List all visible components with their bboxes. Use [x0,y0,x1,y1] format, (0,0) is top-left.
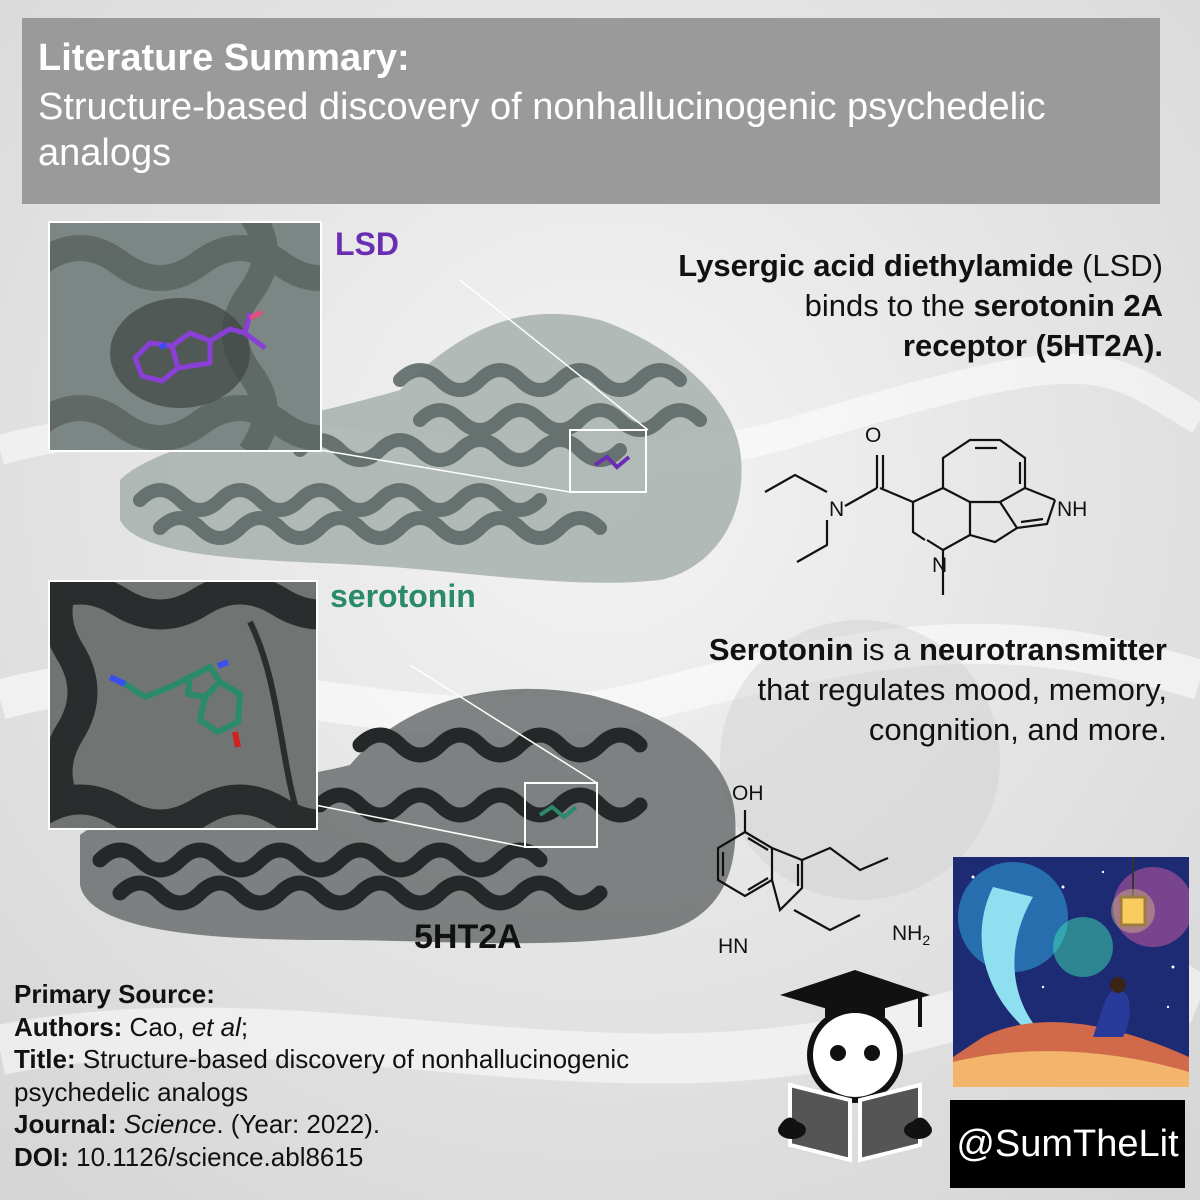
serotonin-atom-hn: HN [718,935,748,958]
source-title: Title: Structure-based discovery of nonh… [14,1043,754,1108]
authors-value: Cao, [122,1011,192,1042]
social-handle-badge: @SumTheLit [950,1100,1185,1188]
journal-name: Science [123,1109,217,1139]
primary-source-block: Primary Source: Authors: Cao, et al; Tit… [14,978,754,1173]
source-doi: DOI: 10.1126/science.abl8615 [14,1141,754,1174]
serotonin-chemical-structure: OH HN NH2 [716,782,930,958]
serotonin-description: Serotonin is a neurotransmitter that reg… [547,630,1167,750]
title-banner: Literature Summary: Structure-based disc… [22,18,1160,204]
serotonin-label: serotonin [330,578,476,614]
lsd-atom-o: O [865,424,881,447]
source-heading: Primary Source: [14,979,215,1009]
serotonin-atom-subscript: 2 [922,932,930,948]
title-value: Structure-based discovery of nonhallucin… [14,1044,630,1107]
serotonin-bond-lines [793,909,861,932]
serotonin-atom-nh: NH [892,922,922,945]
lsd-label: LSD [335,226,399,262]
lsd-description-target: serotonin 2A [973,288,1163,323]
authors-etal: et al [191,1011,241,1042]
doi-label: DOI: [14,1141,69,1172]
serotonin-description-line3: congnition, and more. [868,712,1167,747]
source-journal: Journal: Science. (Year: 2022). [14,1108,754,1141]
lsd-description: Lysergic acid diethylamide (LSD) binds t… [543,246,1163,366]
authors-label: Authors: [14,1011,123,1042]
lsd-description-name: Lysergic acid diethylamide [678,248,1074,283]
lsd-atom-n-amide: N [829,498,844,521]
serotonin-atom-oh: OH [732,782,764,805]
serotonin-receptor-structure-image [80,665,736,944]
serotonin-description-role: neurotransmitter [918,632,1167,667]
psychedelic-artwork-image [953,857,1189,1087]
lsd-atom-nh: NH [1057,498,1087,521]
authors-end: ; [240,1011,249,1042]
lsd-zoom-inset [48,221,322,452]
serotonin-atom-nh2: NH2 [892,922,930,948]
doi-value: 10.1126/science.abl8615 [68,1141,364,1172]
lsd-description-abbrev: (LSD) [1073,248,1163,283]
journal-label: Journal: [14,1109,117,1139]
serotonin-zoom-inset [48,580,318,830]
scholar-mascot-icon [778,970,932,1163]
serotonin-description-line2: that regulates mood, memory, [757,672,1168,707]
header-title: Literature Summary: [38,37,410,79]
lsd-atom-n-ring: N [932,554,947,577]
lsd-chemical-structure: O N NH N [764,424,1087,595]
header-subtitle: Structure-based discovery of nonhallucin… [38,86,1046,174]
journal-rest: . (Year: 2022). [216,1109,381,1139]
lsd-receptor-structure-image [120,279,742,583]
title-label: Title: [14,1044,76,1074]
receptor-label: 5HT2A [414,918,522,956]
source-authors: Authors: Cao, et al; [14,1011,754,1044]
serotonin-description-is: is a [853,632,919,667]
serotonin-description-name: Serotonin [708,632,854,667]
social-handle: @SumTheLit [956,1123,1179,1165]
lsd-description-receptor: receptor (5HT2A). [902,328,1163,363]
lsd-description-binds: binds to the [804,288,974,323]
